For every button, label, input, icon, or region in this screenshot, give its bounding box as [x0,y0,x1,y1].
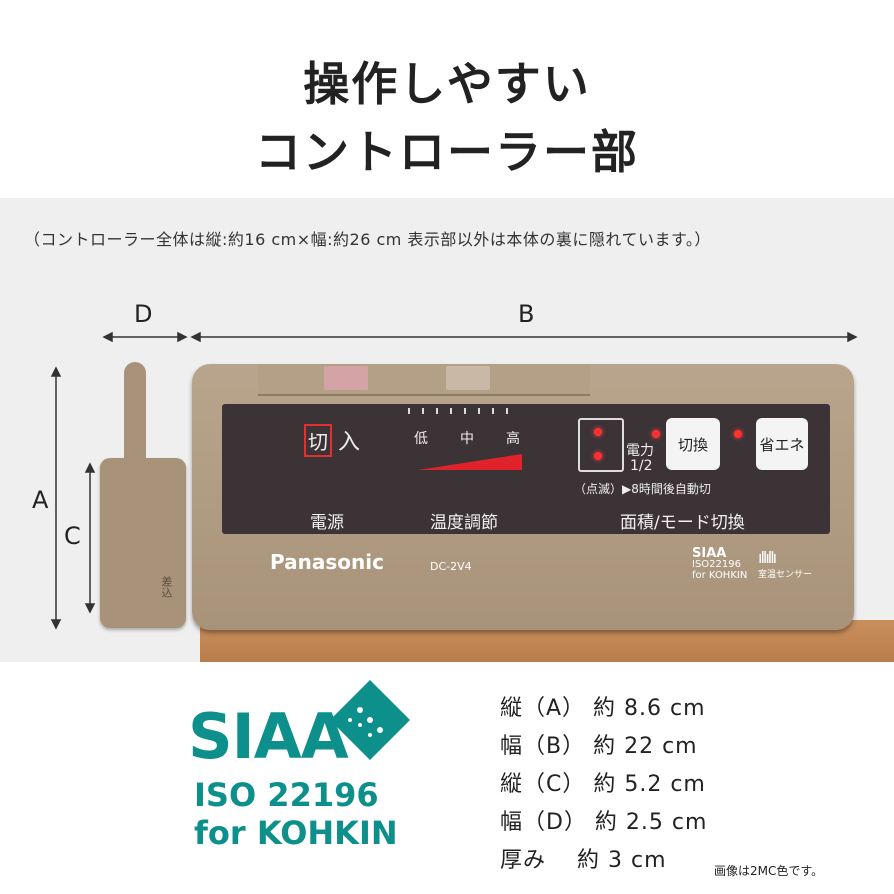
eco-button[interactable]: 省エネ [756,418,808,470]
spec-width-d: 幅（D） 約 2.5 cm [500,810,708,835]
color-footnote: 画像は2MC色です。 [714,864,824,878]
dim-label-c: C [64,522,81,550]
sensor-grille-icon: ıllıllı [758,548,777,567]
siaa-logo-text: SIAA [188,700,349,773]
dim-label-b: B [518,300,535,328]
switch-button[interactable]: 切換 [666,418,720,470]
temperature-ticks [408,408,508,414]
eco-led [734,430,742,438]
dim-label-d: D [134,300,153,328]
model-number: DC-2V4 [430,560,472,573]
title-line-1: 操作しやすい [303,57,591,111]
area-indicator-box [578,418,624,472]
siaa-iso-text: ISO 22196 [194,776,379,814]
siaa-mini-mark: SIAA ISO22196 for KOHKIN [692,546,748,581]
power-half-led [652,430,660,438]
temp-high-label: 高 [506,431,520,447]
area-mode-section-label: 面積/モード切換 [620,513,745,533]
kohkin-mini-text: for KOHKIN [692,570,748,581]
on-label: 入 [338,430,361,455]
slider-rail [258,364,590,396]
iso-mini-text: ISO22196 [692,559,741,570]
spec-height-a: 縦（A） 約 8.6 cm [500,696,706,721]
temp-mid-label: 中 [460,431,474,447]
plug-label: 差込 [160,576,173,598]
dim-label-a: A [32,486,49,514]
power-plug: 差込 [100,458,186,628]
area-led-bottom [594,452,602,460]
siaa-mini-text: SIAA [692,546,727,561]
area-led-top [594,428,602,436]
temperature-slider[interactable] [446,366,490,390]
power-label: 電力 [626,443,654,459]
power-cable [124,362,146,462]
siaa-kohkin-text: for KOHKIN [194,814,398,852]
temperature-wedge [418,454,522,470]
auto-off-note: （点滅）▶8時間後自動切 [574,482,711,496]
brand-logo: Panasonic [270,550,384,574]
size-note: （コントローラー全体は縦:約16 cm×幅:約26 cm 表示部以外は本体の裏に… [24,230,711,249]
title-line-2: コントローラー部 [255,125,639,179]
temp-low-label: 低 [414,431,428,447]
room-temp-sensor: ıllıllı 室温センサー [758,548,812,580]
spec-height-c: 縦（C） 約 5.2 cm [500,772,706,797]
spec-thickness: 厚み 約 3 cm [500,848,667,873]
spec-width-b: 幅（B） 約 22 cm [500,734,698,759]
sensor-label: 室温センサー [758,570,813,580]
temperature-section-label: 温度調節 [430,513,498,533]
power-section-label: 電源 [310,513,344,533]
off-label: 切 [304,424,332,457]
half-label: 1/2 [630,458,653,474]
siaa-dot-pattern-icon [330,680,410,760]
power-slider[interactable] [324,366,368,390]
